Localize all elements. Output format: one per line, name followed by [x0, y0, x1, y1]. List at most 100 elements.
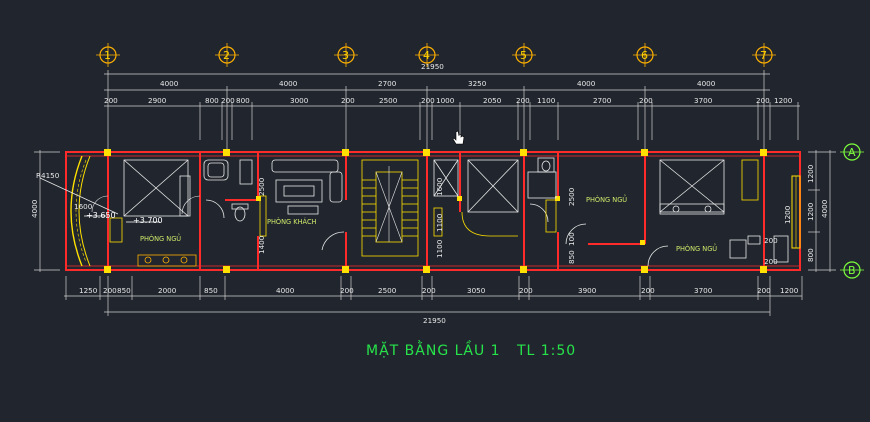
dim-text: 1200	[780, 286, 799, 295]
axis-label-A: A	[848, 146, 856, 159]
axis-label-2: 2	[223, 49, 230, 62]
void-shaft	[433, 159, 519, 237]
dimension-lines-sides	[34, 150, 836, 272]
dim-text: 200	[641, 286, 655, 295]
dimension-lines-bottom	[64, 276, 803, 316]
dim-text: 3050	[467, 286, 486, 295]
inner-dim: 2500	[567, 187, 576, 206]
dim-text: 2500	[378, 286, 397, 295]
inner-dim: 100	[567, 232, 576, 246]
dim-text: 200	[422, 286, 436, 295]
stairs	[361, 159, 419, 257]
bedroom-middle	[565, 223, 587, 245]
dim-text: 2500	[379, 96, 398, 105]
dim-text: 3250	[468, 79, 487, 88]
dimension-lines-top	[104, 70, 800, 150]
dim-text: 200	[103, 286, 117, 295]
dim-text: 200	[639, 96, 653, 105]
inner-dim: 1200	[783, 205, 792, 224]
inner-dim: 1600	[435, 177, 444, 196]
right-dim-overall: 4000	[820, 199, 829, 218]
dim-text: 4000	[279, 79, 298, 88]
axis-bubble-2: 2	[215, 43, 239, 67]
bottom-dims-row1: 1250 200 850 2000 850 4000 200 2500 200 …	[79, 286, 799, 295]
dim-text: 4000	[276, 286, 295, 295]
inner-dim: 1400	[257, 235, 266, 254]
room-label-bedroom-2: PHÒNG NGỦ	[586, 194, 627, 204]
inner-dim: 200	[764, 236, 778, 245]
axis-bubble-B: B	[840, 261, 864, 279]
hand-cursor-icon	[452, 130, 465, 145]
wc-left	[203, 159, 253, 222]
dim-text: 800	[205, 96, 219, 105]
inner-dim: 1100	[435, 239, 444, 258]
axis-bubbles-side: A B	[840, 143, 864, 279]
axis-bubble-4: 4	[415, 43, 439, 67]
dim-text: 200	[519, 286, 533, 295]
dim-text: 1200	[774, 96, 793, 105]
right-dim: 1200	[806, 202, 815, 221]
dim-text: 1100	[537, 96, 556, 105]
axis-label-6: 6	[641, 49, 648, 62]
inner-dim: 200	[764, 257, 778, 266]
bedroom-right	[647, 159, 761, 267]
inner-dim: 850	[567, 250, 576, 264]
dim-text: 2000	[158, 286, 177, 295]
dim-text: 850	[204, 286, 218, 295]
overall-dim-bottom: 21950	[423, 316, 446, 325]
living-room	[259, 159, 345, 251]
dim-text: 800	[236, 96, 250, 105]
top-dims-row1: 4000 4000 2700 3250 4000 4000	[160, 79, 716, 88]
dim-text: 200	[516, 96, 530, 105]
axis-bubble-A: A	[840, 143, 864, 161]
axis-label-5: 5	[520, 49, 527, 62]
right-dim: 1200	[806, 164, 815, 183]
level-label: +3.650	[86, 211, 116, 220]
dim-text: 200	[340, 286, 354, 295]
dim-text: 200	[421, 96, 435, 105]
wc-right	[527, 157, 557, 233]
curved-balcony: R4150 1600	[36, 155, 119, 267]
axis-bubble-5: 5	[512, 43, 536, 67]
right-balcony	[773, 175, 801, 263]
dim-text: 3700	[694, 96, 713, 105]
axis-label-3: 3	[342, 49, 349, 62]
dim-text: 2700	[378, 79, 397, 88]
axis-bubble-3: 3	[334, 43, 358, 67]
room-label-bedroom-1: PHÒNG NGỦ	[140, 233, 181, 243]
room-label-bedroom-3: PHÒNG NGỦ	[676, 243, 717, 253]
radius-label: R4150	[36, 171, 60, 180]
dim-text: 200	[756, 96, 770, 105]
room-label-living: PHÒNG KHÁCH	[267, 217, 317, 226]
dim-text: 1250	[79, 286, 98, 295]
columns	[104, 149, 767, 273]
drawing-title: MẶT BẰNG LẦU 1 TL 1:50	[366, 340, 576, 359]
dim-text: 2050	[483, 96, 502, 105]
width-label: 1600	[74, 202, 93, 211]
dim-text: 2700	[593, 96, 612, 105]
axis-label-7: 7	[760, 49, 767, 62]
axis-label-1: 1	[104, 49, 111, 62]
dim-text: 4000	[160, 79, 179, 88]
inner-dim: 1100	[435, 213, 444, 232]
dim-text: 2900	[148, 96, 167, 105]
dim-text: 3700	[694, 286, 713, 295]
dim-text: 4000	[577, 79, 596, 88]
level-markers: +3.650 +3.700	[84, 211, 163, 225]
axis-bubble-7: 7	[752, 43, 776, 67]
dim-text: 200	[221, 96, 235, 105]
axis-bubbles-top: 1 2 3 4 5 6 7	[96, 43, 776, 67]
axis-label-4: 4	[423, 49, 430, 62]
dim-text: 200	[757, 286, 771, 295]
dim-text: 200	[341, 96, 355, 105]
axis-label-B: B	[848, 264, 856, 277]
dim-text: 1000	[436, 96, 455, 105]
inner-dimensions: 2500 1400 1600 1100 2500 850 100 1100 20…	[257, 177, 792, 266]
dim-text: 4000	[697, 79, 716, 88]
level-label: +3.700	[133, 216, 163, 225]
dim-text: 3000	[290, 96, 309, 105]
inner-dim: 2500	[257, 177, 266, 196]
dim-text: 3900	[578, 286, 597, 295]
